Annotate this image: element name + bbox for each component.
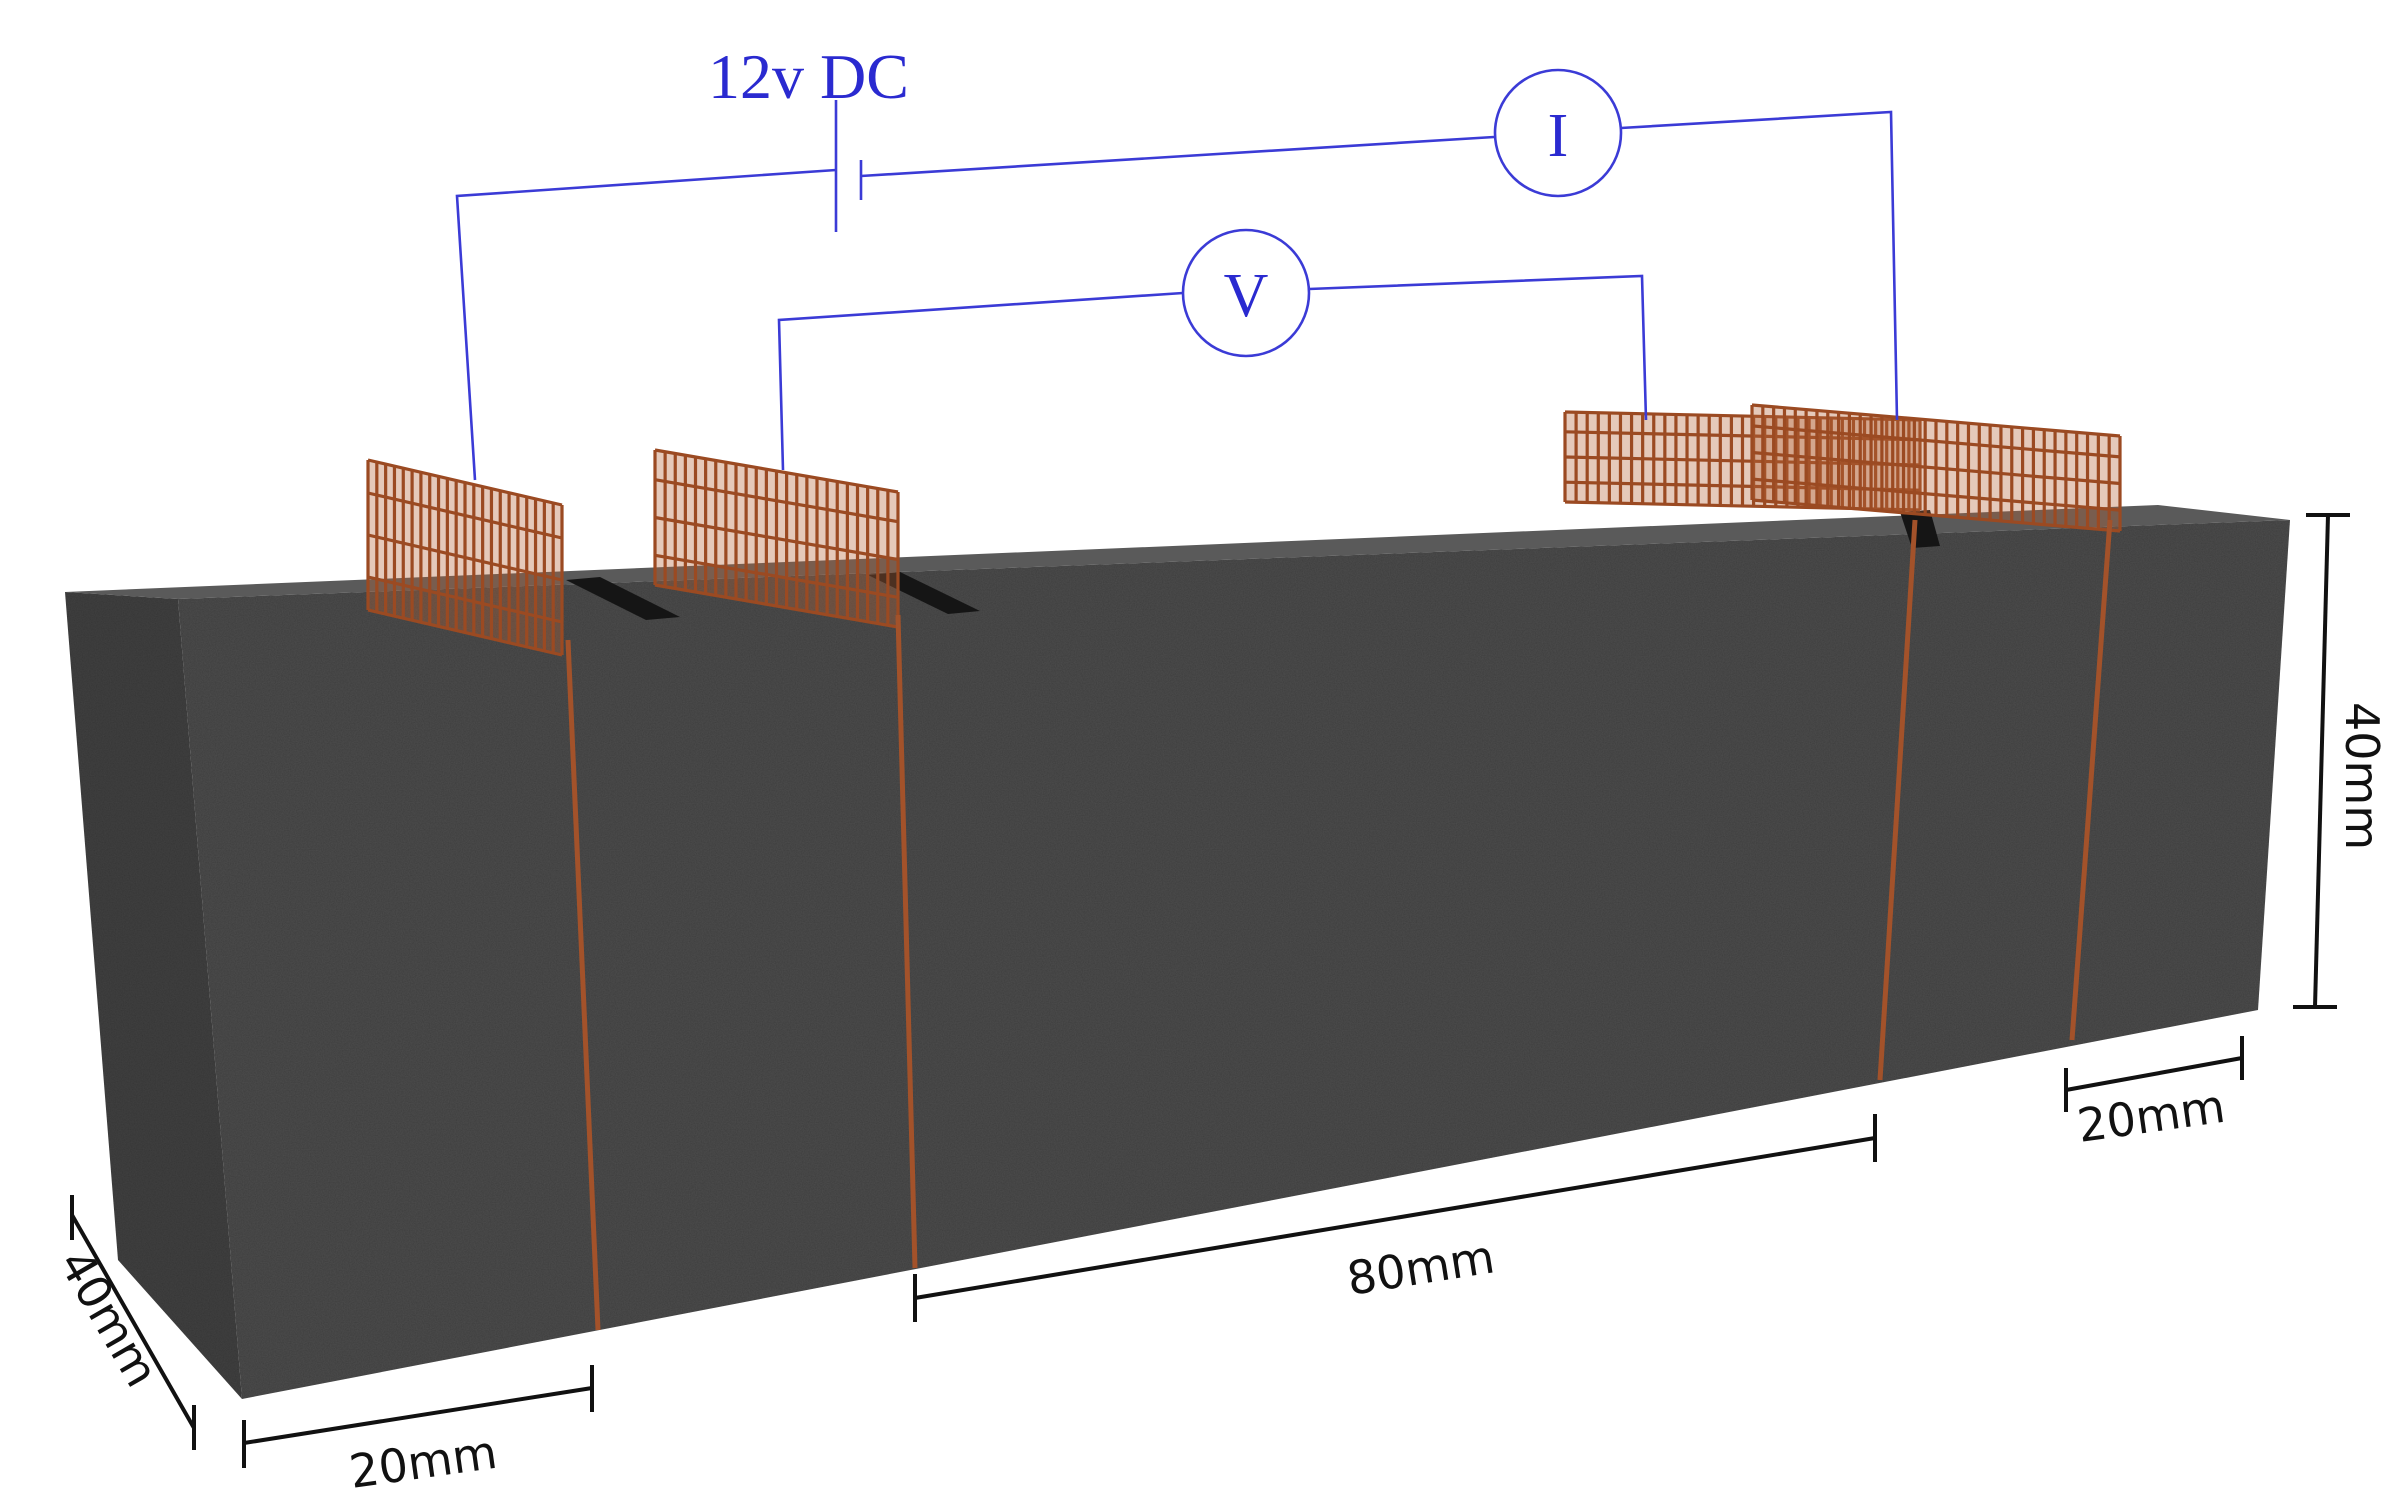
slot-left-1 — [566, 577, 680, 620]
spacing-dimension-label: 80mm — [1343, 1229, 1498, 1306]
current-wire-middle — [860, 135, 1495, 178]
mesh-horizontal-bar — [367, 533, 563, 582]
dimension-lines — [70, 513, 2350, 1468]
voltage-wire-right — [1308, 274, 1648, 421]
voltage-wire-left — [777, 291, 1184, 471]
circuit-wiring — [455, 68, 1899, 481]
slot-right-1 — [1900, 510, 1940, 548]
mesh-horizontal-bar — [367, 575, 563, 624]
ammeter-label: I — [1548, 102, 1569, 170]
voltmeter-label: V — [1224, 262, 1269, 330]
current-wire-left — [455, 168, 837, 481]
mesh-horizontal-bar — [367, 458, 563, 507]
left-end-dimension-label: 20mm — [346, 1425, 500, 1495]
spacing-dimension-line — [914, 1136, 1876, 1300]
right-end-dimension-line — [2065, 1056, 2243, 1092]
current-wire-right — [1620, 110, 1899, 421]
mesh-horizontal-bar — [1751, 477, 2121, 512]
prism-top-face — [65, 505, 2290, 599]
rod-inner-right — [1877, 519, 1918, 1081]
mesh-horizontal-bar — [1751, 450, 2121, 486]
electrode-slots — [566, 510, 1940, 620]
mesh-horizontal-bar — [1751, 498, 2121, 533]
mesh-horizontal-bar — [654, 448, 899, 494]
depth-dimension-line — [70, 1214, 196, 1429]
mesh-horizontal-bar — [367, 608, 563, 657]
mesh-horizontal-bar — [654, 515, 899, 562]
mesh-horizontal-bar — [1751, 403, 2121, 438]
right-end-dimension-label: 20mm — [2074, 1079, 2228, 1153]
mesh-horizontal-bar — [654, 553, 899, 599]
mesh-horizontal-bar — [1751, 424, 2121, 459]
mesh-horizontal-bar — [367, 491, 563, 540]
rod-inner-left — [895, 614, 918, 1269]
source-label: 12v DC — [708, 41, 909, 112]
height-dimension-line — [2313, 514, 2330, 1008]
height-dimension-label: 40mm — [2335, 702, 2389, 850]
prism-left-end-face — [65, 592, 242, 1399]
electrode-outer-right — [1750, 403, 2122, 533]
slot-left-2 — [868, 572, 980, 614]
electrode-inner-left — [653, 448, 900, 629]
mesh-horizontal-bar — [654, 478, 899, 524]
prism-front-face — [178, 520, 2290, 1399]
rod-outer-left — [565, 639, 601, 1331]
concrete-prism — [65, 505, 2290, 1399]
left-end-dimension-line — [243, 1386, 593, 1445]
ammeter-circle — [1493, 68, 1623, 198]
voltmeter-circle — [1181, 228, 1311, 358]
rod-outer-right — [2069, 519, 2113, 1041]
mesh-horizontal-bar — [654, 583, 899, 629]
electrode-outer-left — [366, 458, 564, 657]
electrode-rods — [565, 519, 2113, 1331]
